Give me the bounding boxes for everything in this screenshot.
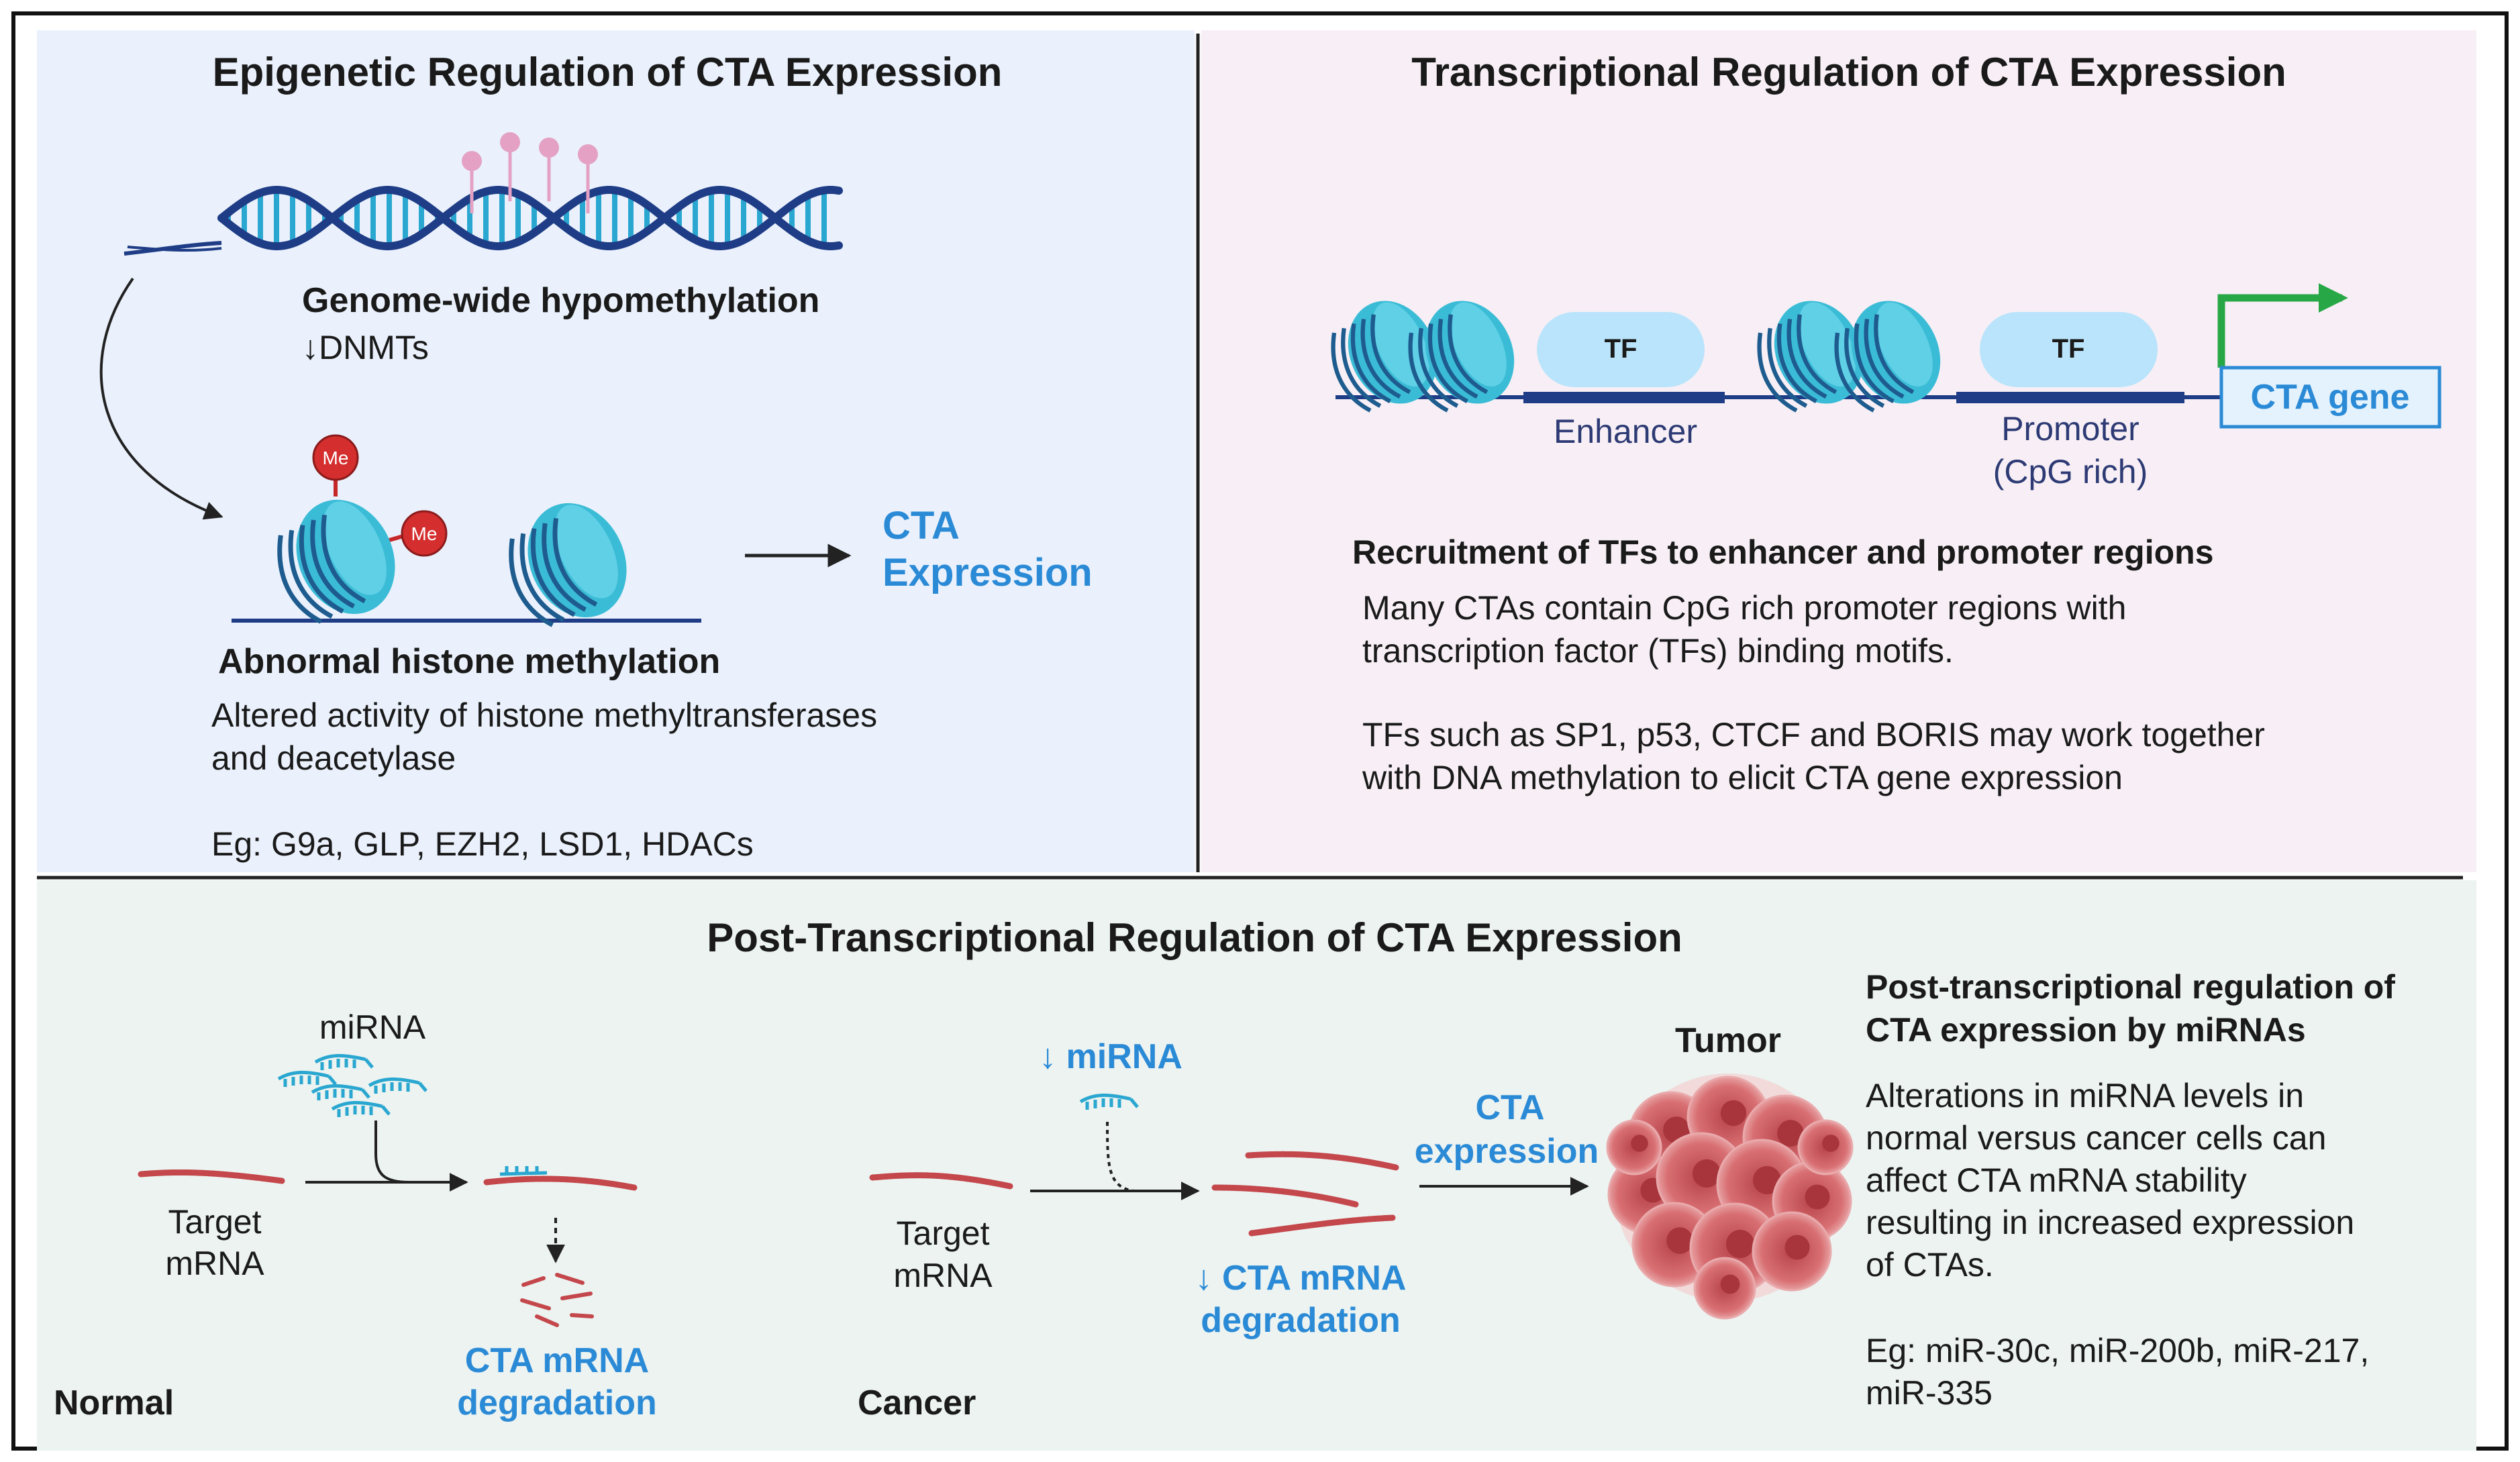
post-side-para-line5: of CTAs. <box>1866 1246 1994 1284</box>
stable-mrna <box>1211 1184 1359 1208</box>
normal-degradation-line2: degradation <box>457 1383 657 1422</box>
cancer-label: Cancer <box>858 1383 976 1422</box>
cancer-degradation-line2: degradation <box>1201 1301 1401 1340</box>
dna-helix <box>123 186 843 256</box>
tumor-illustration <box>1606 1074 1854 1320</box>
cancer-target-line2: mRNA <box>893 1257 993 1294</box>
mrna <box>869 1172 1013 1190</box>
tf-label-promoter: TF <box>2052 334 2085 364</box>
cta-expression-label-line1: CTA <box>1475 1088 1544 1127</box>
transcriptional-para2-line2: with DNA methylation to elicit CTA gene … <box>1362 759 2123 796</box>
enhancer-region <box>1523 392 1725 403</box>
me-badge <box>401 510 448 557</box>
promoter-region <box>1956 392 2184 403</box>
epigenetic-panel <box>37 30 1195 872</box>
tumor-label: Tumor <box>1675 1021 1781 1060</box>
degraded-mrna-fragments <box>520 1273 594 1327</box>
transcriptional-title: Transcriptional Regulation of CTA Expres… <box>1411 50 2286 95</box>
stable-mrna <box>1248 1214 1396 1237</box>
promoter-label-line2: (CpG rich) <box>1993 453 2148 490</box>
post-side-heading-line2: CTA expression by miRNAs <box>1866 1011 2306 1049</box>
post-side-para-line1: Alterations in miRNA levels in <box>1866 1077 2304 1114</box>
cta-expression-line2: Expression <box>883 551 1093 594</box>
nucleosome <box>509 503 627 627</box>
post-transcriptional-panel <box>37 880 2476 1451</box>
stable-mrna <box>1245 1151 1399 1171</box>
dnmt-label: ↓DNMTs <box>302 329 429 366</box>
curved-arrow <box>99 277 223 520</box>
cancer-mirna-label: ↓ miRNA <box>1039 1037 1182 1076</box>
transcription-start-arrow <box>2217 283 2348 368</box>
enhancer-label: Enhancer <box>1554 413 1697 450</box>
post-side-para-line4: resulting in increased expression <box>1866 1204 2354 1241</box>
cta-expression-line1: CTA <box>883 504 960 547</box>
post-side-heading-line1: Post-transcriptional regulation of <box>1866 968 2395 1006</box>
normal-degradation-line1: CTA mRNA <box>465 1341 649 1380</box>
epigenetic-title: Epigenetic Regulation of CTA Expression <box>213 50 1003 95</box>
transcriptional-panel <box>1201 30 2476 872</box>
methyl-group-pins <box>462 132 598 213</box>
histone-desc-line1: Altered activity of histone methyltransf… <box>211 696 877 734</box>
nucleosome-methylated <box>277 460 413 624</box>
hypomethylation-label: Genome-wide hypomethylation <box>302 281 819 320</box>
nucleosome <box>1408 301 1515 413</box>
post-side-examples-line1: Eg: miR-30c, miR-200b, miR-217, <box>1866 1332 2369 1369</box>
tf-bubble-promoter <box>1980 312 2158 387</box>
normal-label: Normal <box>54 1383 174 1422</box>
me-badge-text: Me <box>323 448 349 468</box>
normal-mirna-label: miRNA <box>319 1008 426 1046</box>
recruitment-heading: Recruitment of TFs to enhancer and promo… <box>1352 533 2214 571</box>
normal-target-line2: mRNA <box>165 1245 264 1282</box>
nucleosome <box>1834 301 1941 413</box>
transcriptional-para1-line2: transcription factor (TFs) binding motif… <box>1362 632 1954 670</box>
transcriptional-para2-line1: TFs such as SP1, p53, CTCF and BORIS may… <box>1362 716 2265 753</box>
me-badge <box>312 434 359 481</box>
post-side-para-line2: normal versus cancer cells can <box>1866 1119 2326 1157</box>
histone-desc-line2: and deacetylase <box>211 739 456 777</box>
me-badge-text: Me <box>411 523 438 544</box>
tf-bubble-enhancer <box>1537 312 1705 387</box>
normal-target-line1: Target <box>168 1203 262 1241</box>
promoter-label-line1: Promoter <box>2001 410 2139 448</box>
cancer-target-line1: Target <box>897 1214 990 1252</box>
cta-gene-box <box>2219 366 2441 429</box>
tf-label-enhancer: TF <box>1605 334 1637 364</box>
cta-gene-label: CTA gene <box>2251 378 2410 417</box>
mrna <box>138 1169 285 1184</box>
cta-expression-label-line2: expression <box>1415 1132 1599 1171</box>
histone-methylation-label: Abnormal histone methylation <box>218 642 720 681</box>
mirna-cluster <box>277 1053 427 1117</box>
post-side-examples-line2: miR-335 <box>1866 1374 1993 1412</box>
post-side-para-line3: affect CTA mRNA stability <box>1866 1161 2247 1199</box>
mirna <box>1079 1093 1139 1110</box>
bound-mrna <box>483 1176 638 1191</box>
epigenetic-examples: Eg: G9a, GLP, EZH2, LSD1, HDACs <box>211 825 754 863</box>
transcriptional-para1-line1: Many CTAs contain CpG rich promoter regi… <box>1362 589 2126 627</box>
bound-mirna <box>499 1166 548 1176</box>
mirna-dotted-arrow <box>1106 1121 1135 1192</box>
post-title: Post-Transcriptional Regulation of CTA E… <box>707 915 1682 960</box>
cancer-degradation-line1: ↓ CTA mRNA <box>1195 1259 1407 1298</box>
